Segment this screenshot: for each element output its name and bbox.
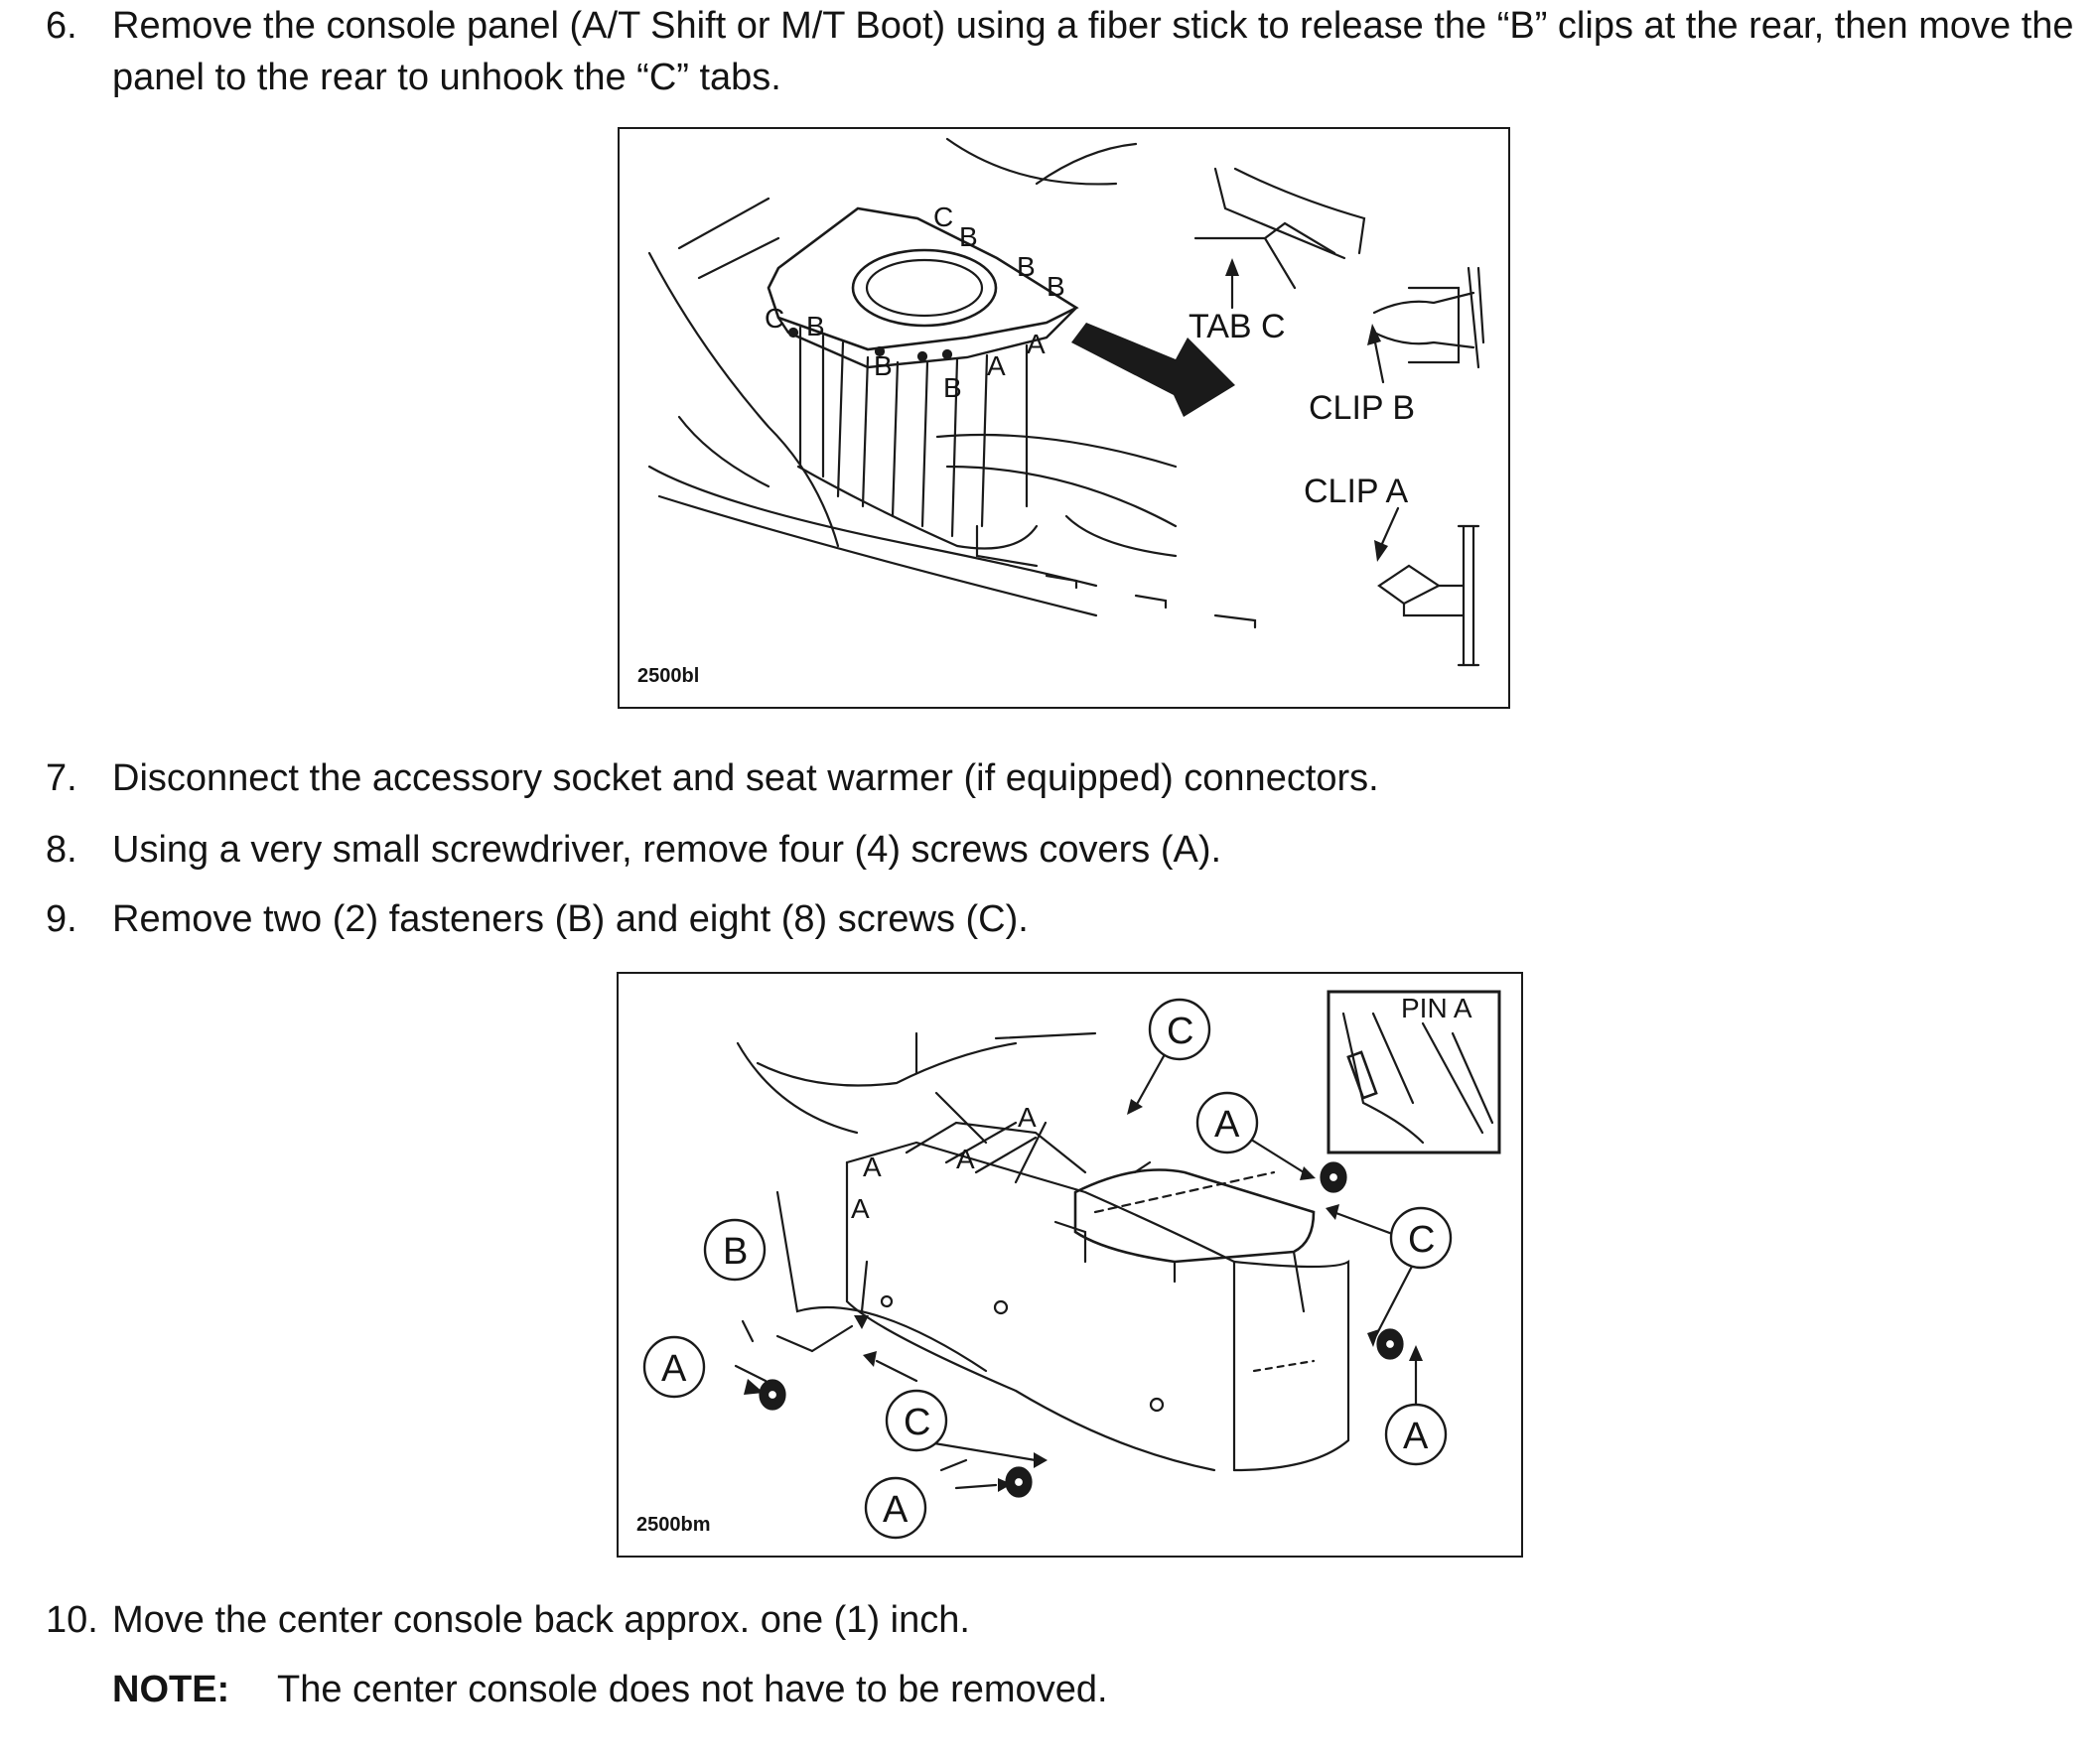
callout-a: A (1214, 1104, 1240, 1146)
letter-b: B (1017, 251, 1036, 282)
step-text: Disconnect the accessory socket and seat… (112, 757, 1379, 799)
step-number: 9. (46, 898, 77, 940)
center-console-diagram: C A B C A C A A A A A A PIN A (642, 990, 1501, 1540)
letter-c: C (765, 303, 784, 334)
figure-console-panel: C B B B C B B B A A TAB C CLIP B CLIP A … (618, 127, 1510, 709)
step-number: 10. (46, 1599, 98, 1641)
callout-c: C (1167, 1011, 1193, 1052)
letter-a: A (851, 1193, 870, 1224)
step-number: 8. (46, 829, 77, 871)
callout-b: B (723, 1231, 748, 1273)
letter-b: B (806, 311, 825, 341)
note-label: NOTE: (112, 1669, 230, 1710)
letter-a: A (956, 1144, 975, 1174)
figure-center-console: C A B C A C A A A A A A PIN A 2500bm (617, 972, 1523, 1558)
letter-c: C (933, 202, 953, 232)
step-text: Remove the console panel (A/T Shift or M… (112, 5, 2074, 98)
console-panel-diagram: C B B B C B B B A A TAB C CLIP B CLIP A (647, 137, 1485, 667)
letter-b: B (1047, 271, 1065, 302)
callout-a: A (1403, 1416, 1429, 1457)
letter-a: A (1027, 329, 1046, 359)
letter-b: B (959, 221, 978, 252)
step-text: Remove two (2) fasteners (B) and eight (… (112, 898, 1029, 940)
letter-a: A (863, 1152, 882, 1182)
letter-b: B (874, 350, 893, 381)
letter-a: A (1018, 1102, 1037, 1133)
step-number: 7. (46, 757, 77, 799)
callout-a: A (661, 1348, 687, 1390)
figure-code: 2500bm (636, 1514, 711, 1536)
pin-a-label: PIN A (1401, 993, 1472, 1023)
note: NOTE: The center console does not have to… (112, 1664, 1108, 1715)
clip-a-label: CLIP A (1304, 473, 1409, 510)
callout-c: C (1408, 1219, 1435, 1261)
note-text: The center console does not have to be r… (277, 1669, 1108, 1710)
tab-c-label: TAB C (1189, 308, 1286, 345)
callout-a: A (883, 1489, 909, 1531)
letter-b: B (943, 372, 962, 403)
clip-b-label: CLIP B (1309, 389, 1415, 427)
callout-c: C (904, 1402, 930, 1443)
step-text: Move the center console back approx. one… (112, 1599, 970, 1641)
step-number: 6. (46, 5, 77, 47)
figure-code: 2500bl (637, 665, 700, 687)
step-text: Using a very small screwdriver, remove f… (112, 829, 1222, 871)
letter-a: A (987, 350, 1006, 381)
